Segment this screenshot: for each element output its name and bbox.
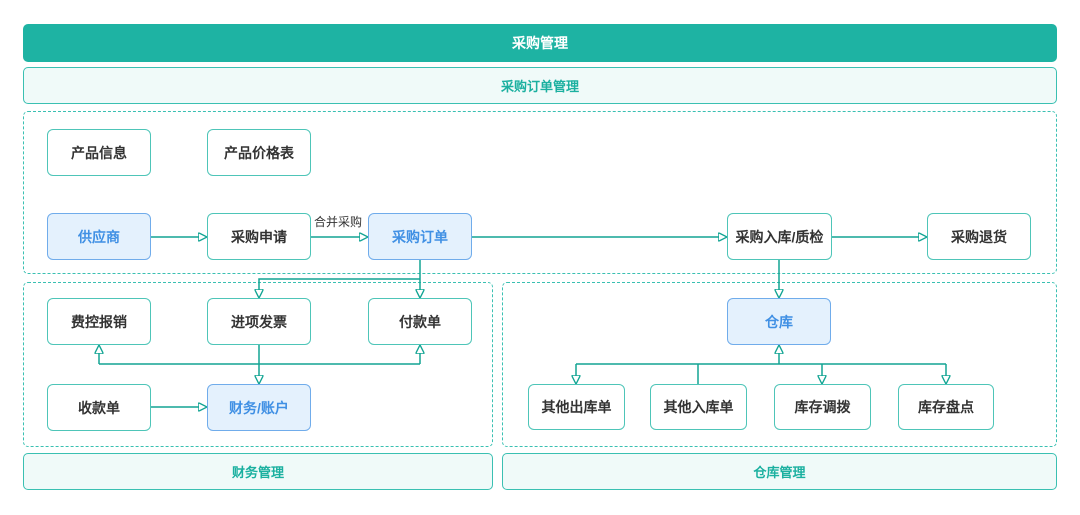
node-expense-reimburse: 费控报销 <box>47 298 151 345</box>
node-inventory-transfer: 库存调拨 <box>774 384 871 430</box>
node-price-list: 产品价格表 <box>207 129 311 176</box>
node-receipt-slip: 收款单 <box>47 384 151 431</box>
panel-purchase-order-area <box>23 111 1057 274</box>
node-payment-slip: 付款单 <box>368 298 472 345</box>
node-finance-account: 财务/账户 <box>207 384 311 431</box>
node-warehouse: 仓库 <box>727 298 831 345</box>
node-purchase-order: 采购订单 <box>368 213 472 260</box>
node-supplier: 供应商 <box>47 213 151 260</box>
edge-label-merge-purchase: 合并采购 <box>314 215 363 229</box>
node-purchase-request: 采购申请 <box>207 213 311 260</box>
banner-purchase-management: 采购管理 <box>23 24 1057 62</box>
banner-purchase-order-management: 采购订单管理 <box>23 67 1057 104</box>
node-other-inbound: 其他入库单 <box>650 384 747 430</box>
panel-finance-area <box>23 282 493 447</box>
banner-warehouse-management: 仓库管理 <box>502 453 1057 490</box>
node-product-info: 产品信息 <box>47 129 151 176</box>
node-other-outbound: 其他出库单 <box>528 384 625 430</box>
node-inventory-count: 库存盘点 <box>898 384 994 430</box>
node-inbound-qc: 采购入库/质检 <box>727 213 832 260</box>
node-input-invoice: 进项发票 <box>207 298 311 345</box>
node-purchase-return: 采购退货 <box>927 213 1031 260</box>
banner-finance-management: 财务管理 <box>23 453 493 490</box>
